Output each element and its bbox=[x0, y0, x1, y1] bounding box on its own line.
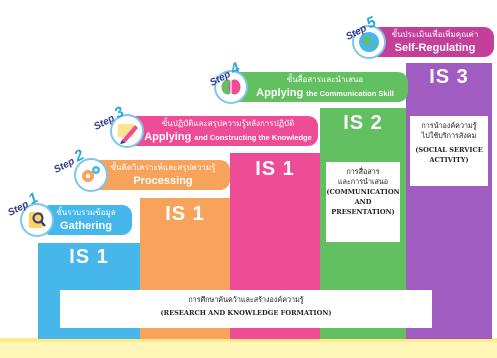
step-3-english-sub: and Constructing the Knowledge bbox=[194, 133, 312, 142]
is2-description-box: การสื่อสาร และการนำเสนอ (COMMUNICATION A… bbox=[326, 162, 400, 242]
step-2-english-label: Processing bbox=[133, 175, 193, 187]
floor-edge bbox=[0, 338, 497, 342]
pillar-level-label: IS 1 bbox=[69, 246, 109, 268]
is1-description-box: การศึกษาค้นคว้าและสร้างองค์ความรู้ (RESE… bbox=[60, 290, 432, 328]
pillar-level-label: IS 1 bbox=[255, 158, 295, 180]
step-1-badge bbox=[20, 203, 54, 237]
step-3-english-label: Applying and Constructing the Knowledge bbox=[144, 131, 312, 144]
step-2-badge bbox=[74, 158, 108, 192]
is2-english-line-2: AND bbox=[354, 198, 372, 206]
globe-icon bbox=[352, 25, 386, 59]
is3-thai-line-1: การนำองค์ความรู้ bbox=[421, 121, 477, 130]
step-4-english-sub: the Communication Skill bbox=[306, 89, 394, 98]
step-2-banner: ขั้นคิดวิเคราะห์และสรุปความรู้ Processin… bbox=[90, 160, 230, 190]
step-4-badge bbox=[214, 70, 248, 104]
is3-description-box: การนำองค์ความรู้ ไปใช้บริการสังคม (SOCIA… bbox=[410, 116, 488, 186]
step-4-english-main: Applying bbox=[256, 87, 304, 99]
brain-icon bbox=[214, 70, 248, 104]
processing-icon bbox=[74, 158, 108, 192]
step-1-thai-label: ขั้นรวบรวมข้อมูล bbox=[56, 208, 116, 217]
pillar-level-label: IS 2 bbox=[343, 112, 383, 134]
step-3-badge bbox=[110, 114, 144, 148]
step-5-english-label: Self-Regulating bbox=[394, 42, 476, 54]
is1-english-text: (RESEARCH AND KNOWLEDGE FORMATION) bbox=[160, 309, 332, 317]
pencil-icon bbox=[110, 114, 144, 148]
step-1-english-label: Gathering bbox=[60, 220, 112, 232]
step-5-banner: ขั้นประเมินเพื่อเพิ่มคุณค่า Self-Regulat… bbox=[372, 27, 494, 57]
pillar-level-label: IS 1 bbox=[165, 203, 205, 225]
step-3-english-main: Applying bbox=[144, 131, 192, 143]
is1-thai-text: การศึกษาค้นคว้าและสร้างองค์ความรู้ bbox=[188, 295, 304, 304]
step-5-badge bbox=[352, 25, 386, 59]
is3-english-line-2: ACTIVITY) bbox=[429, 156, 469, 164]
step-3-banner: ขั้นปฏิบัติและสรุปความรู้หลังการปฏิบัติ … bbox=[130, 116, 318, 146]
is2-english-line-1: (COMMUNICATION bbox=[326, 188, 400, 196]
step-4-thai-label: ขั้นสื่อสารและนำเสนอ bbox=[286, 75, 364, 84]
step-4-english-label: Applying the Communication Skill bbox=[248, 87, 402, 100]
is2-thai-line-1: การสื่อสาร bbox=[346, 167, 380, 176]
is3-english-line-1: (SOCIAL SERVICE bbox=[415, 146, 483, 154]
is2-thai-line-2: และการนำเสนอ bbox=[337, 177, 389, 186]
step-5-thai-label: ขั้นประเมินเพื่อเพิ่มคุณค่า bbox=[391, 30, 479, 39]
step-2-thai-label: ขั้นคิดวิเคราะห์และสรุปความรู้ bbox=[110, 163, 216, 172]
step-1-banner: ขั้นรวบรวมข้อมูล Gathering bbox=[46, 205, 132, 235]
gathering-icon bbox=[20, 203, 54, 237]
is3-thai-line-2: ไปใช้บริการสังคม bbox=[421, 131, 477, 140]
floor bbox=[0, 342, 497, 358]
pillar-level-label: IS 3 bbox=[429, 66, 469, 88]
step-3-thai-label: ขั้นปฏิบัติและสรุปความรู้หลังการปฏิบัติ bbox=[161, 119, 295, 128]
step-4-banner: ขั้นสื่อสารและนำเสนอ Applying the Commun… bbox=[236, 72, 408, 102]
is2-english-line-3: PRESENTATION) bbox=[331, 208, 395, 216]
